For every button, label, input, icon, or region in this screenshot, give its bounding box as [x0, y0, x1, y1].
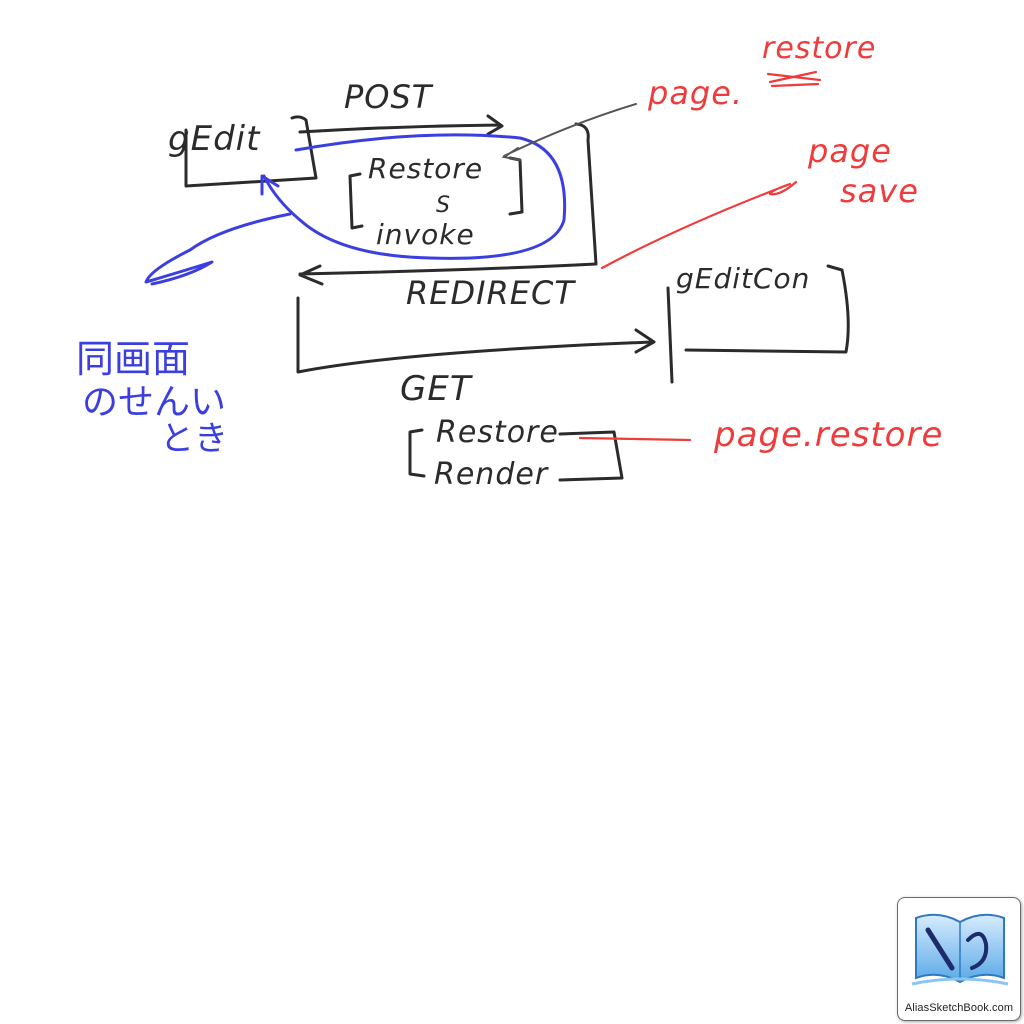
page-save-page-label: page	[807, 132, 892, 170]
page-save-note: page save	[600, 132, 919, 270]
sketchbook-logo-icon	[911, 913, 1009, 986]
same-screen-loop-path	[260, 133, 567, 260]
post-phase-group: Restore S invoke	[348, 152, 524, 251]
redirect-label: REDIRECT	[406, 274, 576, 312]
same-screen-note-line1: 同画面	[76, 337, 190, 381]
same-screen-leader-line	[144, 212, 292, 286]
get-label: GET	[400, 369, 473, 409]
post-edge: POST	[298, 78, 504, 136]
gedit-label: gEdit	[168, 119, 261, 159]
get-phase-bracket-right	[558, 430, 624, 482]
page-restore-top-page-label: page.	[647, 74, 743, 112]
same-screen-loop: 同画面 のせんい とき	[76, 133, 567, 459]
page-save-leader	[600, 180, 798, 270]
same-screen-note-line2: のせんい	[82, 382, 226, 423]
post-arrow	[298, 114, 504, 136]
gedit-box	[184, 115, 318, 188]
gedit-confirm-box	[666, 264, 850, 384]
gedit-node: gEdit	[168, 115, 318, 188]
sketchbook-watermark-text: AliasSketchBook.com	[904, 1002, 1014, 1014]
page-restore-bottom-note: page.restore	[578, 415, 943, 455]
get-edge: GET	[296, 296, 656, 409]
sketchbook-watermark: AliasSketchBook.com	[897, 897, 1021, 1021]
get-render-label: Render	[434, 457, 549, 492]
page-restore-bottom-leader	[578, 436, 692, 442]
post-phase-bracket-left	[348, 172, 364, 230]
post-invoke-label: invoke	[376, 218, 475, 251]
page-save-save-label: save	[840, 172, 919, 210]
post-restore-label: Restore	[368, 152, 483, 185]
page-restore-top-restore-label: restore	[762, 31, 876, 66]
page-restore-top-leader	[501, 103, 637, 161]
page-restore-top-note: page. restore	[501, 31, 876, 161]
get-phase-bracket-left	[408, 428, 426, 478]
get-phase-group: Restore Render	[408, 415, 624, 492]
same-screen-note-line3: とき	[160, 419, 228, 459]
post-phase-bracket-right	[508, 156, 524, 216]
post-separator-label: S	[436, 193, 451, 218]
gedit-confirm-node: gEditCon	[666, 262, 850, 384]
gedit-confirm-label: gEditCon	[676, 262, 810, 295]
get-arrow	[296, 296, 656, 374]
strikethrough-scribble	[766, 70, 822, 88]
post-label: POST	[344, 78, 434, 116]
redirect-path	[298, 122, 598, 286]
get-restore-label: Restore	[436, 415, 559, 450]
page-restore-bottom-label: page.restore	[713, 415, 943, 455]
